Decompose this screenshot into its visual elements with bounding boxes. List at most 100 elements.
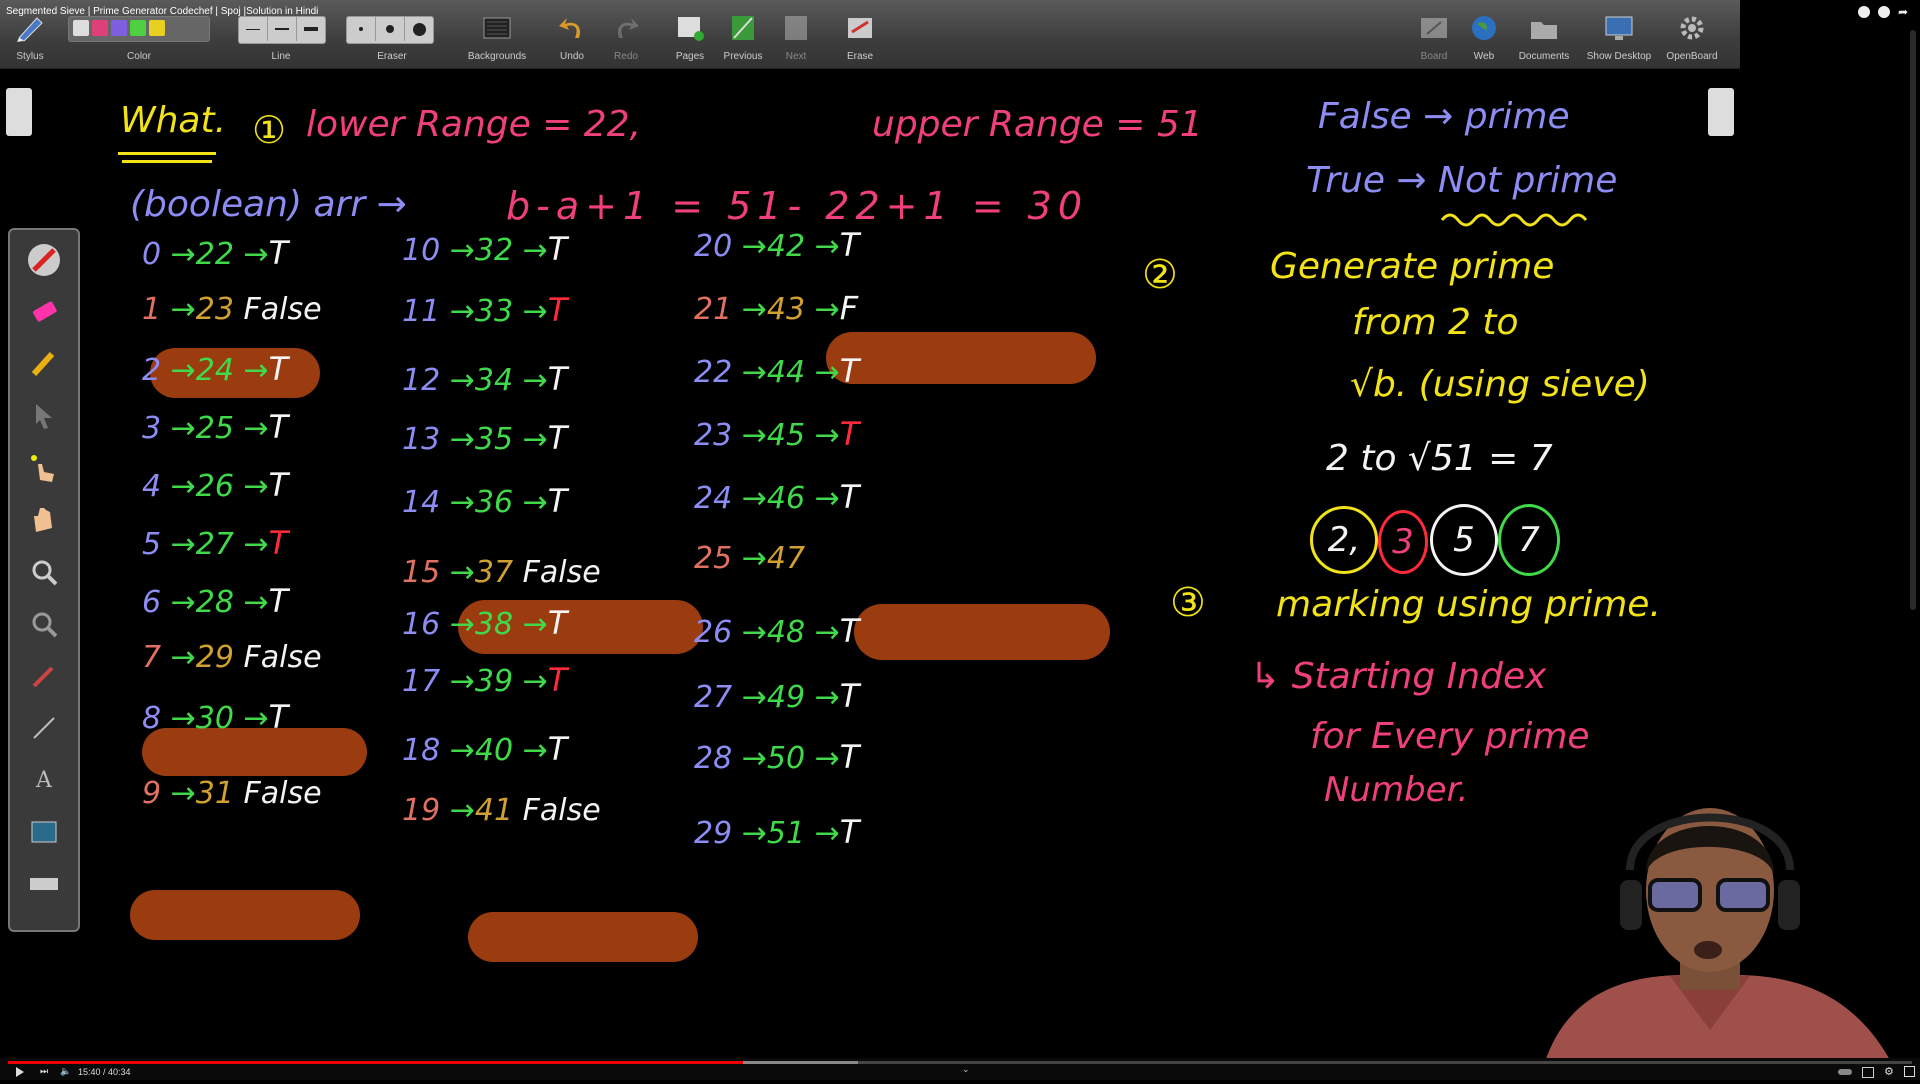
row-number: 34 bbox=[474, 363, 514, 398]
line-tool[interactable] bbox=[24, 708, 64, 748]
share-icon[interactable]: ➦ bbox=[1898, 5, 1909, 19]
autoplay-toggle[interactable] bbox=[1838, 1069, 1852, 1075]
selector-tool[interactable] bbox=[24, 396, 64, 436]
highlight-row-19 bbox=[468, 912, 698, 962]
stylus-tool[interactable]: Stylus bbox=[8, 12, 52, 68]
step-1-marker: ① bbox=[252, 108, 287, 152]
eraser-tool[interactable] bbox=[24, 292, 64, 332]
swatch-pink[interactable] bbox=[92, 20, 108, 36]
arrow-icon: → bbox=[440, 607, 475, 642]
index-row-22: 22 →44 →T bbox=[694, 352, 859, 396]
row-number: 31 bbox=[195, 776, 234, 811]
row-number: 33 bbox=[474, 294, 514, 329]
row-number: 50 bbox=[766, 741, 806, 776]
line-width-options[interactable] bbox=[238, 16, 326, 44]
laser-pointer-tool[interactable] bbox=[24, 656, 64, 696]
arrow-icon: → bbox=[513, 294, 548, 329]
arrow-icon: → bbox=[440, 733, 475, 768]
next-page-button[interactable]: Next bbox=[778, 12, 814, 68]
boolean-array-text: (boolean) arr → bbox=[130, 184, 407, 225]
arrow-icon: → bbox=[732, 615, 767, 650]
arrow-icon: → bbox=[513, 664, 548, 699]
highlighter-tool[interactable] bbox=[24, 344, 64, 384]
interact-tool[interactable] bbox=[24, 448, 64, 488]
swatch-yellow[interactable] bbox=[149, 20, 165, 36]
presenter-webcam bbox=[1500, 780, 1920, 1080]
clock-icon[interactable] bbox=[1878, 6, 1890, 18]
settings-gear-icon[interactable]: ⚙ bbox=[1884, 1065, 1894, 1078]
row-index: 22 bbox=[694, 355, 733, 390]
erase-page-icon bbox=[845, 14, 875, 42]
swatch-white[interactable] bbox=[73, 20, 89, 36]
arrow-icon: → bbox=[805, 355, 840, 390]
progress-played[interactable] bbox=[8, 1061, 743, 1064]
next-page-icon bbox=[781, 14, 811, 42]
palette-collapse-button[interactable] bbox=[6, 88, 32, 136]
arrow-icon: → bbox=[732, 816, 767, 851]
color-swatches[interactable] bbox=[68, 16, 210, 42]
arrow-icon: → bbox=[233, 527, 269, 562]
swatch-green[interactable] bbox=[130, 20, 146, 36]
previous-page-button[interactable]: Previous bbox=[722, 12, 764, 68]
line-width-picker[interactable]: Line bbox=[236, 12, 326, 68]
line-thin-option[interactable] bbox=[239, 17, 268, 41]
library-collapse-button[interactable] bbox=[1708, 88, 1734, 136]
row-number: 45 bbox=[766, 418, 806, 453]
text-tool[interactable]: A bbox=[36, 767, 52, 793]
hand-tool[interactable] bbox=[24, 500, 64, 540]
index-row-4: 4 →26 →T bbox=[142, 466, 288, 510]
whiteboard-canvas[interactable]: What. ① lower Range = 22, upper Range = … bbox=[80, 70, 1740, 1060]
two-to-sqrt-51: 2 to √51 = 7 bbox=[1326, 438, 1553, 479]
undo-button[interactable]: Undo bbox=[554, 12, 590, 68]
zoom-in-tool[interactable] bbox=[24, 552, 64, 592]
pages-button[interactable]: Pages bbox=[672, 12, 708, 68]
backgrounds-button[interactable]: Backgrounds bbox=[462, 12, 532, 68]
row-index: 26 bbox=[694, 615, 733, 650]
color-picker[interactable]: Color bbox=[64, 12, 214, 68]
info-icon[interactable] bbox=[1858, 6, 1870, 18]
volume-icon[interactable]: 🔈 bbox=[60, 1067, 72, 1077]
chevron-down-icon[interactable]: ⌄ bbox=[962, 1065, 970, 1075]
arrow-icon: → bbox=[233, 411, 269, 446]
row-number: 37 bbox=[474, 555, 514, 590]
upper-range-text: upper Range = 51 bbox=[872, 104, 1203, 145]
board-button[interactable]: Board bbox=[1416, 12, 1452, 68]
row-value: T bbox=[839, 352, 860, 390]
zoom-out-tool[interactable] bbox=[24, 604, 64, 644]
scrollbar[interactable] bbox=[1910, 30, 1916, 610]
arrow-icon: → bbox=[732, 418, 767, 453]
highlight-row-25 bbox=[854, 604, 1110, 660]
show-desktop-button[interactable]: Show Desktop bbox=[1580, 12, 1658, 68]
row-value: T bbox=[839, 612, 860, 650]
sqrt-b-using-sieve: √b. (using sieve) bbox=[1350, 364, 1650, 405]
subtitles-icon[interactable] bbox=[1862, 1067, 1874, 1078]
fullscreen-icon[interactable] bbox=[1904, 1066, 1915, 1077]
eraser-size-picker[interactable]: Eraser bbox=[344, 12, 440, 68]
documents-button[interactable]: Documents bbox=[1514, 12, 1574, 68]
eraser-large-option[interactable] bbox=[405, 17, 433, 41]
arrow-icon: → bbox=[161, 640, 196, 675]
play-icon[interactable] bbox=[16, 1067, 24, 1077]
row-value: T bbox=[839, 738, 860, 776]
capture-tool[interactable] bbox=[24, 812, 64, 852]
eraser-small-option[interactable] bbox=[347, 17, 376, 41]
line-medium-option[interactable] bbox=[268, 17, 297, 41]
openboard-menu-button[interactable]: OpenBoard bbox=[1660, 12, 1724, 68]
row-value: False bbox=[243, 776, 322, 811]
monitor-icon bbox=[1604, 14, 1634, 42]
eraser-size-options[interactable] bbox=[346, 16, 434, 44]
progress-track[interactable] bbox=[8, 1061, 1912, 1064]
row-number: 29 bbox=[195, 640, 234, 675]
erase-page-button[interactable]: Erase bbox=[842, 12, 878, 68]
pen-tool[interactable] bbox=[24, 240, 64, 280]
redo-button[interactable]: Redo bbox=[608, 12, 644, 68]
row-number: 44 bbox=[766, 355, 806, 390]
next-video-icon[interactable]: ⏭ bbox=[40, 1067, 49, 1077]
line-thick-option[interactable] bbox=[297, 17, 325, 41]
eraser-medium-option[interactable] bbox=[376, 17, 405, 41]
keyboard-tool[interactable] bbox=[24, 864, 64, 904]
pages-icon bbox=[675, 14, 705, 42]
number-text: Number. bbox=[1324, 770, 1469, 810]
web-button[interactable]: Web bbox=[1466, 12, 1502, 68]
swatch-purple[interactable] bbox=[111, 20, 127, 36]
